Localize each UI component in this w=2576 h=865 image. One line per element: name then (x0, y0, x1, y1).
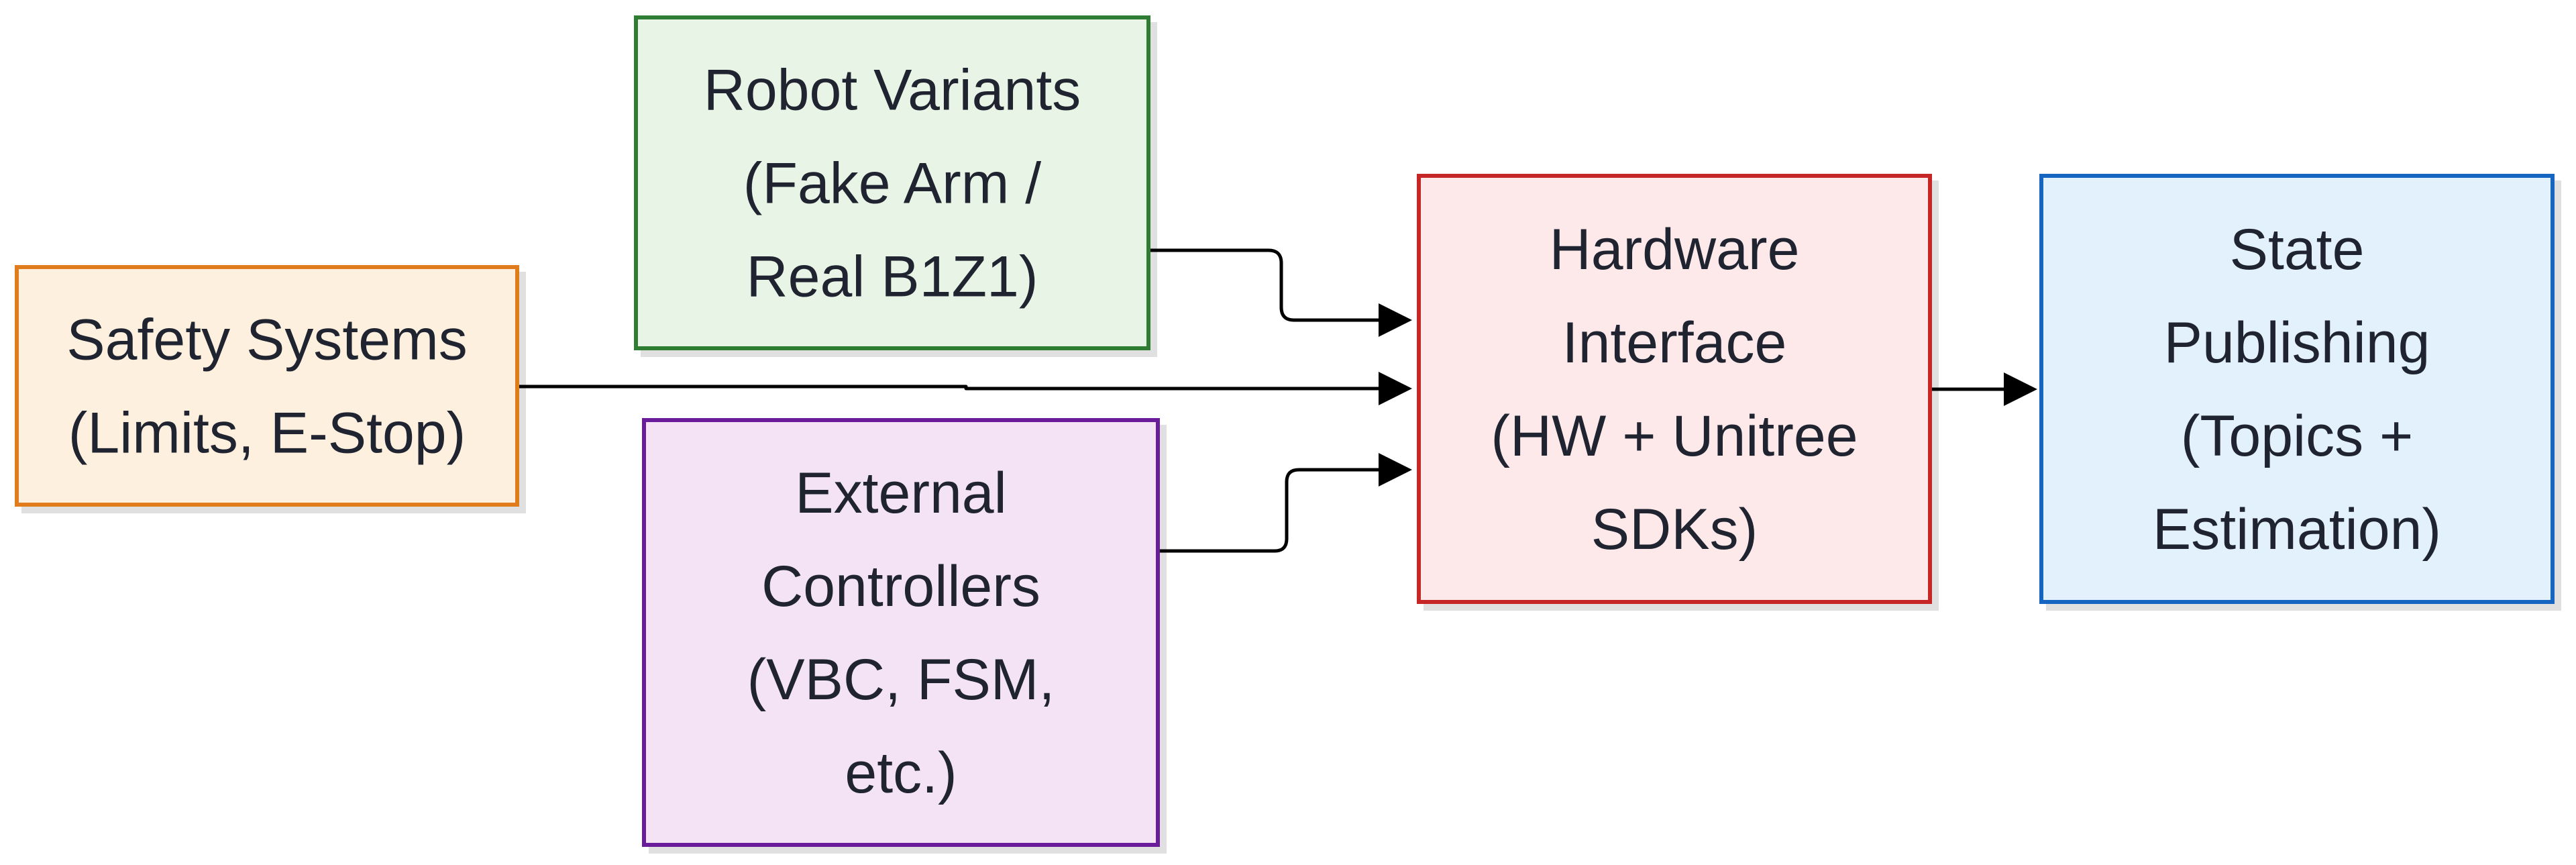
node-label-line: Interface (1562, 311, 1787, 375)
node-label-line: Safety Systems (66, 308, 467, 372)
node-box (634, 15, 1150, 350)
edge-robot-to-hardware (1148, 248, 1412, 337)
edge-safety-to-hardware (517, 372, 1412, 405)
node-label-line: Real B1Z1) (747, 245, 1038, 309)
node-safety-systems: Safety Systems (Limits, E-Stop) (15, 265, 519, 507)
node-box (15, 265, 519, 507)
node-label-line: (VBC, FSM, (747, 648, 1055, 712)
node-label-line: External (795, 461, 1007, 525)
node-label-line: Robot Variants (704, 58, 1081, 123)
node-label-line: Hardware (1550, 217, 1800, 282)
node-box (1417, 174, 1932, 604)
edges (517, 248, 2037, 553)
node-label-line: Publishing (2164, 311, 2430, 375)
node-box (2039, 174, 2555, 604)
node-label-line: (Fake Arm / (743, 152, 1042, 216)
node-label-line: (Topics + (2181, 404, 2414, 468)
node-label-line: (HW + Unitree (1491, 404, 1858, 468)
node-label-line: State (2230, 217, 2365, 282)
node-label-line: etc.) (845, 741, 957, 805)
node-label-line: (Limits, E-Stop) (68, 401, 466, 466)
node-label: Safety Systems (Limits, E-Stop) (66, 308, 467, 466)
node-label: Robot Variants (Fake Arm / Real B1Z1) (704, 58, 1081, 309)
node-label-line: SDKs) (1591, 497, 1758, 562)
node-robot-variants: Robot Variants (Fake Arm / Real B1Z1) (634, 15, 1150, 350)
node-box (642, 418, 1160, 847)
node-label-line: Estimation) (2153, 497, 2441, 562)
node-label-line: Controllers (761, 554, 1040, 619)
edge-external-to-hardware (1158, 453, 1412, 553)
